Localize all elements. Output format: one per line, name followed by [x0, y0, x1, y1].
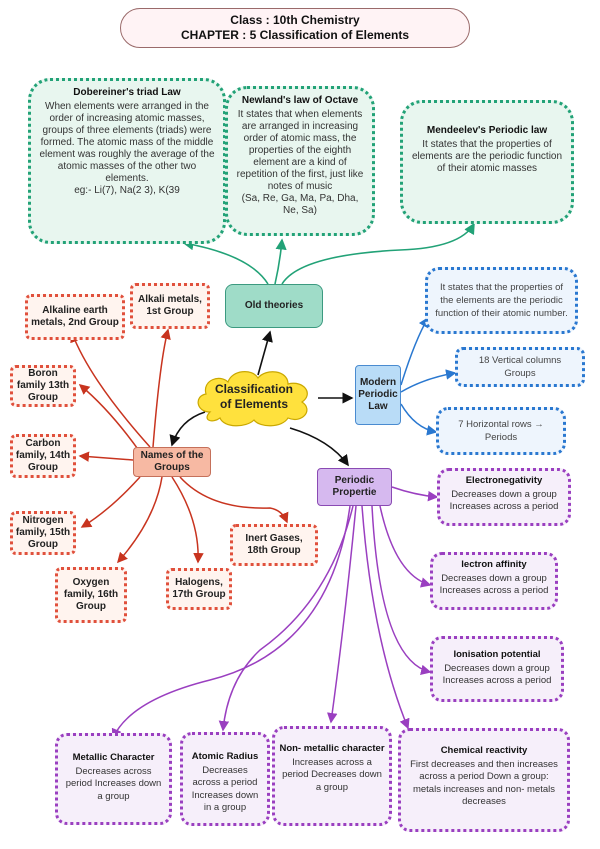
atomic-radius-box: Atomic Radius Decreases across a period … — [180, 732, 270, 826]
link-prop-5 — [218, 505, 354, 732]
ionisation-potential-box: Ionisation potential Decreases down a gr… — [430, 636, 564, 702]
title-class: Class : 10th Chemistry — [230, 13, 360, 27]
prop-title: lectron affinity — [461, 559, 527, 570]
group-box: Carbon family, 14th Group — [10, 434, 76, 478]
link-group-2 — [152, 328, 171, 448]
group-label: Alkali metals, 1st Group — [138, 294, 202, 317]
link-group-1 — [70, 331, 151, 448]
mendeleev-text: It states that the properties of element… — [411, 139, 563, 174]
link-prop-6 — [327, 505, 357, 724]
link-modern-2 — [400, 369, 457, 393]
link-old-dobereiner — [182, 239, 269, 285]
non-metallic-character-box: Non- metallic character Increases across… — [272, 726, 392, 826]
link-group-6 — [117, 476, 163, 564]
prop-title: Metallic Character — [72, 752, 155, 763]
link-center-groups — [169, 411, 206, 447]
prop-text: Decreases down a group Increases across … — [449, 488, 559, 513]
link-old-newland — [274, 238, 287, 285]
group-box: Alkaline earth metals, 2nd Group — [25, 294, 125, 340]
group-label: Inert Gases, 18th Group — [245, 533, 303, 556]
prop-title: Electronegativity — [465, 475, 543, 486]
mendeleev-title: Mendeelev's Periodic law — [426, 125, 548, 136]
periodic-properties-label: Periodic Propertie — [332, 475, 377, 498]
link-prop-2 — [379, 505, 432, 588]
prop-title: Non- metallic character — [279, 743, 385, 754]
group-box: Halogens, 17th Group — [166, 568, 232, 610]
modern-law-label: Modern Periodic Law — [358, 377, 398, 412]
link-prop-7 — [361, 505, 410, 730]
electron-affinity-box: lectron affinity Decreases down a group … — [430, 552, 558, 610]
group-label: Oxygen family, 16th Group — [63, 577, 119, 612]
prop-text: First decreases and then increases acros… — [410, 758, 558, 808]
link-modern-1 — [400, 316, 429, 386]
horizontal-rows-text: 7 Horizontal rows → Periods — [458, 419, 544, 443]
group-box: Alkali metals, 1st Group — [130, 283, 210, 329]
group-label: Boron family 13th Group — [16, 368, 70, 403]
link-group-7 — [171, 476, 204, 564]
link-group-3 — [78, 384, 141, 453]
names-of-groups-node: Names of the Groups — [133, 447, 211, 477]
link-old-mendeleev — [281, 222, 475, 285]
group-label: Nitrogen family, 15th Group — [15, 515, 71, 550]
prop-title: Atomic Radius — [191, 751, 259, 762]
electronegativity-box: Electronegativity Decreases down a group… — [437, 468, 571, 526]
newland-text: It states that when elements are arrange… — [236, 109, 364, 216]
link-prop-1 — [391, 486, 439, 502]
prop-title: Chemical reactivity — [440, 745, 528, 756]
link-group-4 — [78, 451, 134, 462]
page-title: Class : 10th Chemistry CHAPTER : 5 Class… — [120, 8, 470, 48]
chemical-reactivity-box: Chemical reactivity First decreases and … — [398, 728, 570, 832]
old-theories-node: Old theories — [225, 284, 323, 328]
center-cloud: Classification of Elements — [190, 368, 318, 428]
group-box: Oxygen family, 16th Group — [55, 567, 127, 623]
group-box: Inert Gases, 18th Group — [230, 524, 318, 566]
link-prop-3 — [371, 505, 432, 675]
names-of-groups-label: Names of the Groups — [140, 450, 204, 473]
prop-text: Decreases across a period Increases down… — [191, 764, 259, 814]
cloud-shape — [197, 371, 308, 427]
mendeleev-box: Mendeelev's Periodic law It states that … — [400, 100, 574, 224]
metallic-character-box: Metallic Character Decreases across peri… — [55, 733, 172, 825]
newland-title: Newland's law of Octave — [241, 95, 359, 106]
newland-box: Newland's law of Octave It states that w… — [225, 86, 375, 236]
group-box: Nitrogen family, 15th Group — [10, 511, 76, 555]
prop-text: Decreases across period Increases down a… — [65, 765, 162, 802]
modern-law-statement: It states that the properties of the ele… — [425, 267, 578, 334]
vertical-columns-box: 18 Vertical columns Groups — [455, 347, 585, 387]
horizontal-rows-box: 7 Horizontal rows → Periods — [436, 407, 566, 455]
dobereiner-title: Dobereiner's triad Law — [73, 87, 181, 98]
vertical-columns-text: 18 Vertical columns Groups — [478, 355, 562, 379]
link-modern-3 — [400, 403, 438, 436]
old-theories-label: Old theories — [244, 300, 304, 311]
group-label: Alkaline earth metals, 2nd Group — [31, 305, 119, 328]
modern-law-text: It states that the properties of the ele… — [435, 282, 568, 319]
group-label: Carbon family, 14th Group — [15, 438, 71, 473]
link-group-8 — [179, 476, 289, 524]
prop-title: Ionisation potential — [453, 649, 541, 660]
link-group-5 — [80, 476, 141, 528]
periodic-properties-node: Periodic Propertie — [317, 468, 392, 506]
prop-text: Increases across a period Decreases down… — [282, 756, 382, 793]
center-label: Classification of Elements — [214, 382, 294, 411]
link-prop-4 — [111, 505, 351, 740]
dobereiner-box: Dobereiner's triad Law When elements wer… — [28, 78, 226, 244]
prop-text: Decreases down a group Increases across … — [442, 662, 552, 687]
modern-periodic-law-node: Modern Periodic Law — [355, 365, 401, 425]
link-center-periodic — [289, 427, 349, 467]
group-label: Halogens, 17th Group — [172, 577, 226, 600]
title-chapter: CHAPTER : 5 Classification of Elements — [180, 28, 410, 42]
link-center-old — [257, 330, 273, 376]
dobereiner-text: When elements were arranged in the order… — [39, 101, 215, 196]
group-box: Boron family 13th Group — [10, 365, 76, 407]
prop-text: Decreases down a group Increases across … — [439, 572, 549, 597]
